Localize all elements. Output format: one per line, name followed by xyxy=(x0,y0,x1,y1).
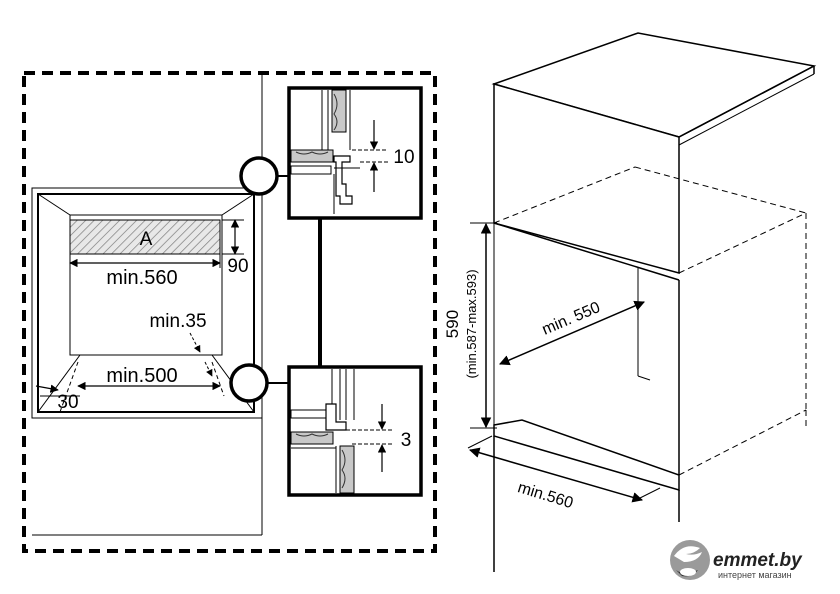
detail-bottom: 3 xyxy=(287,365,423,497)
label-width-min: min.560 xyxy=(106,267,177,289)
cabinet-top-right-edge xyxy=(678,65,815,138)
dim-gap-pointer-2 xyxy=(204,361,213,377)
dim-gap-pointer xyxy=(189,332,201,353)
cabinet-width-label: min.560 xyxy=(516,479,576,512)
label-gap-min: min.35 xyxy=(149,311,206,332)
logo-mark-icon xyxy=(670,540,710,580)
detail-bottom-wood-horizontal xyxy=(290,431,334,445)
cabinet-dash-3 xyxy=(678,212,807,274)
niche-outer xyxy=(31,187,263,419)
niche-inner xyxy=(37,193,255,413)
detail-top-wood-horizontal xyxy=(290,149,334,163)
detail-top-wood-grain xyxy=(333,93,338,131)
detail-bottom-frame xyxy=(287,365,423,497)
detail-top-rail xyxy=(290,165,332,175)
cabinet-dash-1 xyxy=(493,166,636,224)
detail-top-wood-vertical xyxy=(331,89,347,133)
cabinet-niche-top xyxy=(493,222,680,281)
detail-bottom-wood-grain xyxy=(295,433,329,437)
cabinet-depth-arrow xyxy=(499,300,645,366)
detail-bottom-wood-grain-2 xyxy=(341,449,346,489)
cabinet-width-ext-right xyxy=(635,487,661,501)
label-a: A xyxy=(140,229,153,250)
logo-tagline: интернет магазин xyxy=(718,570,792,580)
detail-top: 10 xyxy=(287,86,423,220)
label-depth-min: min.500 xyxy=(106,365,177,387)
area-a-hatched xyxy=(69,219,221,255)
detail-bottom-gap-label: 3 xyxy=(401,430,412,451)
front-view: A min.560 90 min.35 min.500 30 xyxy=(22,71,437,553)
emmet-logo: emmet.by интернет магазин xyxy=(670,540,803,580)
label-side-offset: 30 xyxy=(57,392,78,413)
detail-top-wood-grain-2 xyxy=(295,151,329,155)
detail-bottom-bracket xyxy=(325,403,347,431)
niche-corner-tr xyxy=(221,193,255,216)
cabinet-height-label: 590 xyxy=(443,310,462,338)
cabinet-niche-back-floor xyxy=(637,375,651,381)
cabinet-height-range-label: (min.587-max.593) xyxy=(464,269,479,378)
detail-top-gap-label: 10 xyxy=(393,147,414,168)
dim-depth-slant-right xyxy=(211,361,225,397)
outer-dashed-frame xyxy=(22,71,437,553)
dim-depth-slant-left xyxy=(59,361,79,413)
dim-side-arrow xyxy=(35,384,59,393)
cabinet-width-arrow xyxy=(468,447,644,503)
cabinet-top-right-lip xyxy=(678,73,815,146)
detail-circle-bottom xyxy=(229,363,269,403)
niche-corner-tl xyxy=(37,193,71,216)
label-height-a: 90 xyxy=(227,256,248,277)
cabinet-width-ext-left xyxy=(467,435,493,449)
cabinet-view: min. 550 590 (min.587-max.593) min.560 xyxy=(443,32,817,572)
logo-name: emmet.by xyxy=(713,550,803,571)
detail-bottom-wood-vertical xyxy=(339,445,355,494)
niche-corner-bl xyxy=(37,354,81,413)
detail-circle-top xyxy=(239,156,279,196)
cabinet-dash-5 xyxy=(678,409,807,476)
